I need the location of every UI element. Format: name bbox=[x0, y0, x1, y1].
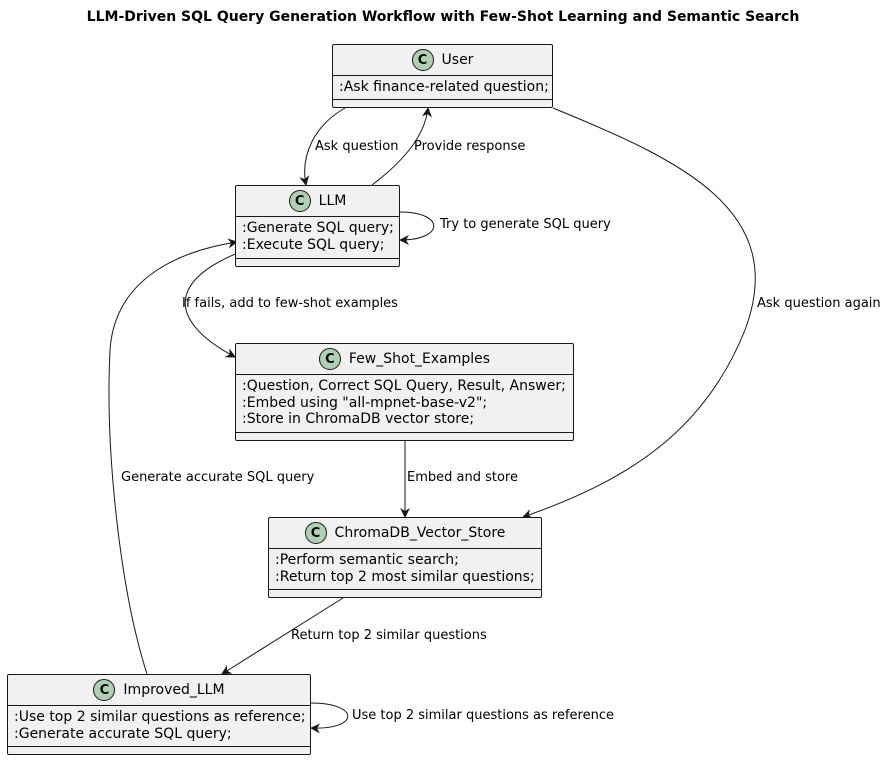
class-c-icon: C bbox=[318, 348, 341, 370]
class-name: User bbox=[441, 52, 474, 68]
class-c-icon: C bbox=[411, 49, 434, 71]
class-member: :Generate accurate SQL query; bbox=[14, 725, 232, 742]
class-divider bbox=[236, 258, 399, 259]
class-member: :Question, Correct SQL Query, Result, An… bbox=[242, 378, 566, 394]
class-member: :Ask finance-related question; bbox=[339, 79, 549, 95]
diagram-title: LLM-Driven SQL Query Generation Workflow… bbox=[86, 9, 800, 25]
class-member: :Execute SQL query; bbox=[242, 236, 385, 253]
class-name: LLM bbox=[318, 193, 347, 209]
edge-try-generate bbox=[399, 211, 434, 245]
class-divider bbox=[333, 99, 552, 100]
class-member: :Return top 2 most similar questions; bbox=[275, 568, 535, 585]
edge-label-try-generate: Try to generate SQL query bbox=[440, 217, 611, 232]
edge-label-ask-again: Ask question again bbox=[757, 296, 881, 311]
edge-provide-response bbox=[371, 107, 432, 186]
class-c-icon: C bbox=[93, 679, 116, 701]
edge-if-fails bbox=[184, 244, 261, 358]
edge-label-use-top2: Use top 2 similar questions as reference bbox=[352, 708, 614, 723]
class-c-icon: C bbox=[304, 522, 327, 544]
class-divider bbox=[236, 432, 573, 433]
edge-return-top2 bbox=[221, 597, 344, 675]
edge-use-top2 bbox=[310, 702, 349, 734]
class-chromadb-vector-store[interactable]: C ChromaDB_Vector_Store :Perform semanti… bbox=[268, 517, 542, 598]
class-name: Improved_LLM bbox=[123, 682, 225, 698]
edge-label-return-top2: Return top 2 similar questions bbox=[291, 628, 487, 643]
class-member: :Embed using "all-mpnet-base-v2"; bbox=[242, 394, 488, 411]
class-divider bbox=[8, 746, 310, 747]
class-llm[interactable]: C LLM :Generate SQL query; :Execute SQL … bbox=[235, 185, 400, 267]
edge-label-if-fails: If fails, add to few-shot examples bbox=[182, 296, 398, 311]
class-c-icon: C bbox=[288, 190, 311, 212]
class-member: :Generate SQL query; bbox=[242, 220, 394, 236]
edge-label-provide-response: Provide response bbox=[414, 139, 526, 154]
edge-label-embed-store: Embed and store bbox=[407, 470, 518, 485]
edge-ask-question bbox=[299, 107, 346, 186]
class-member: :Use top 2 similar questions as referenc… bbox=[14, 709, 306, 725]
class-divider bbox=[269, 589, 541, 590]
edge-ask-again bbox=[522, 107, 756, 519]
class-few-shot-examples[interactable]: C Few_Shot_Examples :Question, Correct S… bbox=[235, 343, 574, 441]
class-user[interactable]: C User :Ask finance-related question; bbox=[332, 44, 553, 108]
class-member: :Store in ChromaDB vector store; bbox=[242, 411, 475, 427]
class-name: Few_Shot_Examples bbox=[348, 351, 491, 367]
edge-label-generate-accurate: Generate accurate SQL query bbox=[121, 470, 315, 485]
class-member: :Perform semantic search; bbox=[275, 552, 459, 568]
edge-label-ask-question: Ask question bbox=[315, 139, 399, 154]
edge-generate-accurate bbox=[108, 238, 238, 675]
class-improved-llm[interactable]: C Improved_LLM :Use top 2 similar questi… bbox=[7, 674, 311, 755]
class-name: ChromaDB_Vector_Store bbox=[334, 525, 506, 541]
